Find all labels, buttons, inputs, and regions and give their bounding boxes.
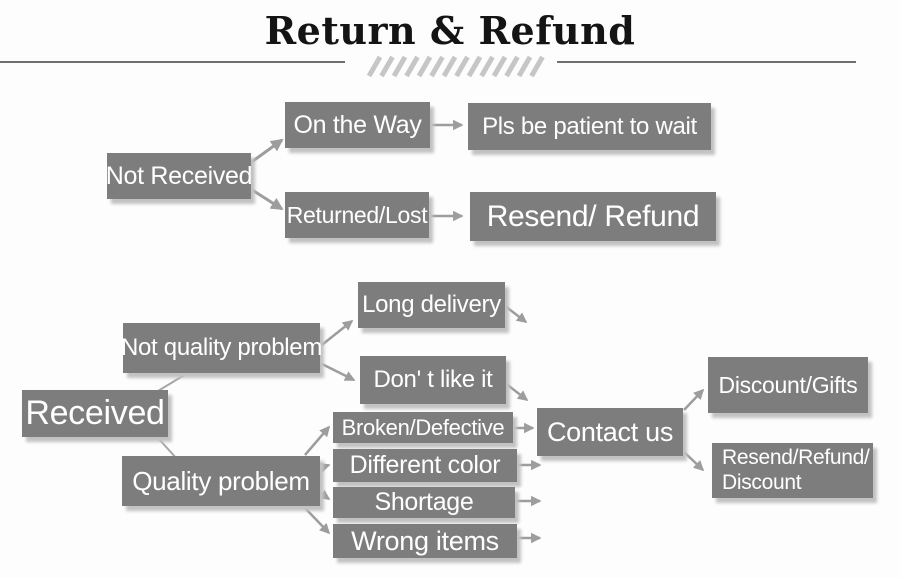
node-broken-defective: Broken/Defective [333,412,513,443]
node-contact-us: Contact us [537,408,683,456]
node-resend-refund-discount: Resend/Refund/ Discount [712,443,873,498]
node-dont-like-it-label: Don' t like it [373,366,493,393]
node-not-quality-problem: Not quality problem [120,323,323,373]
node-pls-be-patient-label: Pls be patient to wait [482,112,697,140]
node-not-received-label: Not Received [105,161,253,190]
node-on-the-way-label: On the Way [293,110,422,139]
node-pls-be-patient: Pls be patient to wait [468,103,711,150]
arrow-contact-us-to-resend-discount [683,451,705,472]
node-quality-problem: Quality problem [122,456,320,506]
node-received-label: Received [25,394,165,432]
node-shortage: Shortage [333,487,515,518]
hatch-marks-decoration [366,55,545,78]
node-on-the-way: On the Way [285,102,430,148]
node-not-received: Not Received [105,153,253,199]
node-discount-gifts: Discount/Gifts [708,357,868,413]
connector-received-to-not-quality [157,373,187,392]
arrow-not-quality-to-dont-like [317,360,356,382]
node-not-quality-problem-label: Not quality problem [120,334,323,361]
arrow-not-quality-to-long-delivery [317,320,354,349]
arrow-dont-like-to-contact-us [504,382,529,401]
arrow-not-received-to-on-the-way [245,138,284,168]
node-resend-refund-discount-line1: Resend/Refund/ [722,446,870,470]
node-returned-lost-label: Returned/Lost [286,201,428,228]
arrow-long-delivery-out [504,305,528,323]
page-title: Return & Refund [264,8,636,53]
node-broken-defective-label: Broken/Defective [341,414,505,440]
node-discount-gifts-label: Discount/Gifts [718,371,858,398]
node-different-color-label: Different color [349,451,501,479]
arrow-quality-to-broken [304,425,331,456]
node-long-delivery-label: Long delivery [362,291,501,318]
node-wrong-items: Wrong items [333,524,517,558]
arrow-not-received-to-returned-lost [245,184,284,211]
arrow-quality-to-wrong-items [304,507,331,535]
node-resend-refund: Resend/ Refund [470,192,716,241]
node-returned-lost: Returned/Lost [285,192,429,238]
node-wrong-items-label: Wrong items [351,525,499,556]
node-shortage-label: Shortage [374,488,474,516]
arrow-contact-us-to-discount-gifts [683,388,705,411]
connector-received-to-quality [157,437,178,460]
node-long-delivery: Long delivery [358,282,505,328]
node-resend-refund-discount-line2: Discount [722,470,802,494]
node-quality-problem-label: Quality problem [132,465,310,496]
node-received: Received [22,390,168,437]
node-dont-like-it: Don' t like it [360,356,506,404]
node-resend-refund-label: Resend/ Refund [486,199,700,233]
node-different-color: Different color [333,449,517,482]
node-contact-us-label: Contact us [546,416,674,447]
